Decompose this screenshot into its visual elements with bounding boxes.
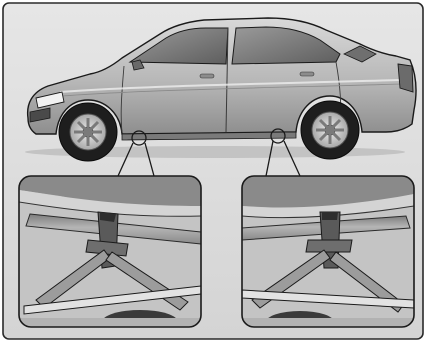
front-jack-point-icon — [19, 176, 201, 334]
rear-jack-point-icon — [242, 176, 414, 333]
